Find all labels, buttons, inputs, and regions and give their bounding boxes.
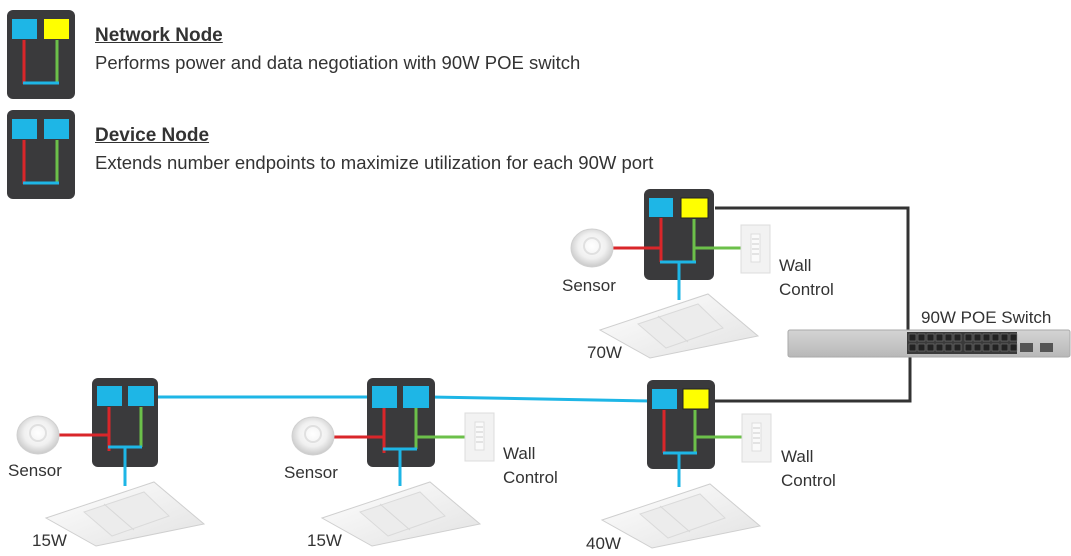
sensor-label-bottom-left: Sensor: [8, 461, 62, 480]
fixture-watts-bottom-middle: 15W: [307, 531, 342, 550]
switch-port: [926, 333, 935, 342]
switch-port: [908, 333, 917, 342]
light-fixture-icon: [320, 480, 482, 548]
fixture-watts-bottom-right: 40W: [586, 534, 621, 553]
wall-label-line2: Control: [503, 468, 558, 487]
daisy-chain-cable-2: [429, 395, 653, 403]
cables: [155, 206, 912, 403]
legend-device-node-description: Extends number endpoints to maximize uti…: [95, 152, 654, 173]
switch-cable-top: [715, 206, 910, 340]
legend-network-node-description: Performs power and data negotiation with…: [95, 52, 581, 73]
switch-port: [1009, 333, 1018, 342]
legend-device-node-icon: [6, 109, 76, 200]
wall-control-icon: [464, 412, 495, 462]
wall-label-line1: Wall: [503, 444, 536, 463]
switch-port: [935, 343, 944, 352]
switch-port: [1000, 333, 1009, 342]
switch-port: [991, 343, 1000, 352]
switch-ports: [908, 333, 1018, 352]
switch-port: [926, 343, 935, 352]
network-node-bottom-right: [646, 379, 716, 470]
fixture-watts-bottom-left: 15W: [32, 531, 67, 550]
switch-port: [953, 343, 962, 352]
wall-control-icon: [740, 224, 771, 274]
switch-port: [917, 333, 926, 342]
switch-port: [964, 343, 973, 352]
switch-port: [1000, 343, 1009, 352]
switch-port: [1009, 343, 1018, 352]
network-node-top: [643, 188, 715, 281]
wall-label-line2: Control: [781, 471, 836, 490]
wall-control-icon: [741, 413, 772, 463]
switch-port: [953, 333, 962, 342]
fixture-watts-top: 70W: [587, 343, 622, 362]
light-fixture-icon: [598, 292, 760, 360]
switch-label: 90W POE Switch: [921, 308, 1052, 327]
sensor-label-bottom-middle: Sensor: [284, 463, 338, 482]
sensor-icon: [570, 228, 614, 268]
wall-label-line1: Wall: [779, 256, 812, 275]
sensor-icon: [16, 415, 60, 455]
switch-port: [908, 343, 917, 352]
device-node-bottom-left: [91, 377, 159, 468]
poe-switch: [787, 329, 1071, 358]
switch-port: [944, 343, 953, 352]
switch-cable-bottom: [714, 355, 912, 403]
legend-network-node-title: Network Node: [95, 25, 223, 46]
switch-port: [991, 333, 1000, 342]
switch-port: [964, 333, 973, 342]
device-node-bottom-middle: [366, 377, 436, 468]
wall-label-line2: Control: [779, 280, 834, 299]
light-fixture-icon: [44, 480, 206, 548]
legend-network-node-icon: [6, 9, 76, 100]
sensor-label-top: Sensor: [562, 276, 616, 295]
switch-port: [982, 343, 991, 352]
wall-label-line1: Wall: [781, 447, 814, 466]
sensor-icon: [291, 416, 335, 456]
switch-port: [935, 333, 944, 342]
switch-port: [973, 333, 982, 342]
switch-port: [917, 343, 926, 352]
switch-port: [944, 333, 953, 342]
switch-port: [982, 333, 991, 342]
light-fixture-icon: [600, 482, 762, 550]
legend-device-node-title: Device Node: [95, 125, 210, 146]
switch-port: [973, 343, 982, 352]
